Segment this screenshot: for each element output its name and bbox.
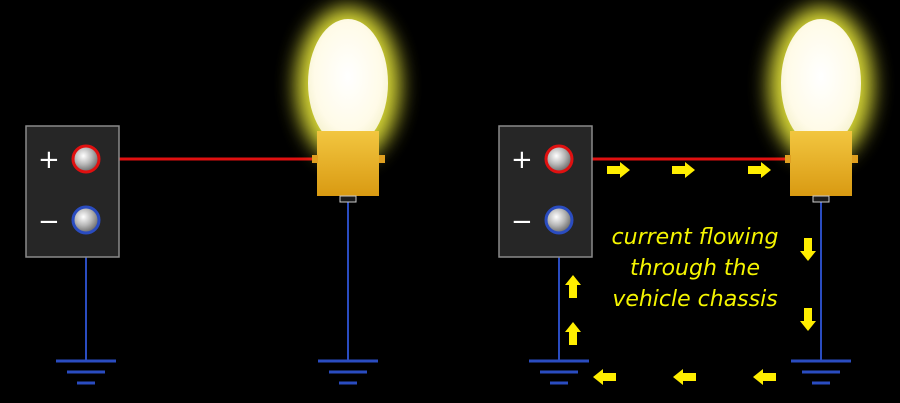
panel-right: + − xyxy=(498,7,873,385)
caption-line-3: vehicle chassis xyxy=(612,287,777,312)
negative-terminal xyxy=(71,205,101,235)
negative-terminal xyxy=(544,205,574,235)
arrow-right-icon xyxy=(672,162,695,178)
battery: + − xyxy=(498,125,593,258)
arrow-right-icon xyxy=(607,162,630,178)
ground-symbol xyxy=(791,359,851,385)
bulb-left-contact xyxy=(312,155,318,163)
panel-left: + − xyxy=(25,7,400,385)
caption-line-2: through the xyxy=(630,256,760,281)
negative-sign: − xyxy=(511,207,533,237)
positive-sign: + xyxy=(511,145,533,175)
bulb-left-contact xyxy=(785,155,791,163)
arrow-left-icon xyxy=(593,369,616,385)
arrow-left-icon xyxy=(753,369,776,385)
current-flow-caption: current flowing through the vehicle chas… xyxy=(612,225,779,312)
ground-symbol xyxy=(318,359,378,385)
caption-line-1: current flowing xyxy=(612,225,779,250)
arrow-left-icon xyxy=(673,369,696,385)
bulb-base xyxy=(790,131,852,196)
bulb-right-contact xyxy=(379,155,385,163)
ground-symbol xyxy=(56,359,116,385)
bulb-right-contact xyxy=(852,155,858,163)
bulb-base xyxy=(317,131,379,196)
bulb-glass xyxy=(308,19,388,147)
negative-sign: − xyxy=(38,207,60,237)
arrow-right-icon xyxy=(748,162,771,178)
light-bulb xyxy=(769,7,873,203)
positive-terminal xyxy=(71,144,101,174)
arrow-down-icon xyxy=(800,238,816,261)
light-bulb xyxy=(296,7,400,203)
arrow-down-icon xyxy=(800,308,816,331)
current-flow-arrows xyxy=(565,162,816,385)
positive-terminal xyxy=(544,144,574,174)
positive-sign: + xyxy=(38,145,60,175)
arrow-up-icon xyxy=(565,322,581,345)
bulb-glass xyxy=(781,19,861,147)
battery-body xyxy=(498,125,593,258)
bulb-bottom-contact xyxy=(339,195,357,203)
battery: + − xyxy=(25,125,120,258)
arrow-up-icon xyxy=(565,275,581,298)
ground-symbol xyxy=(529,359,589,385)
bulb-bottom-contact xyxy=(812,195,830,203)
battery-body xyxy=(25,125,120,258)
